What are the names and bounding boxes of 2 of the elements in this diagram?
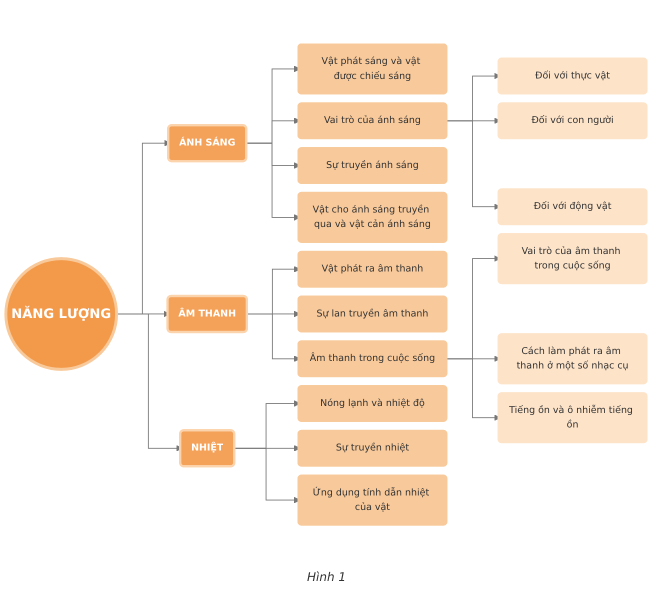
node-circle: NĂNG LƯỢNG <box>4 258 118 372</box>
figure-caption: Hình 1 <box>306 570 348 584</box>
